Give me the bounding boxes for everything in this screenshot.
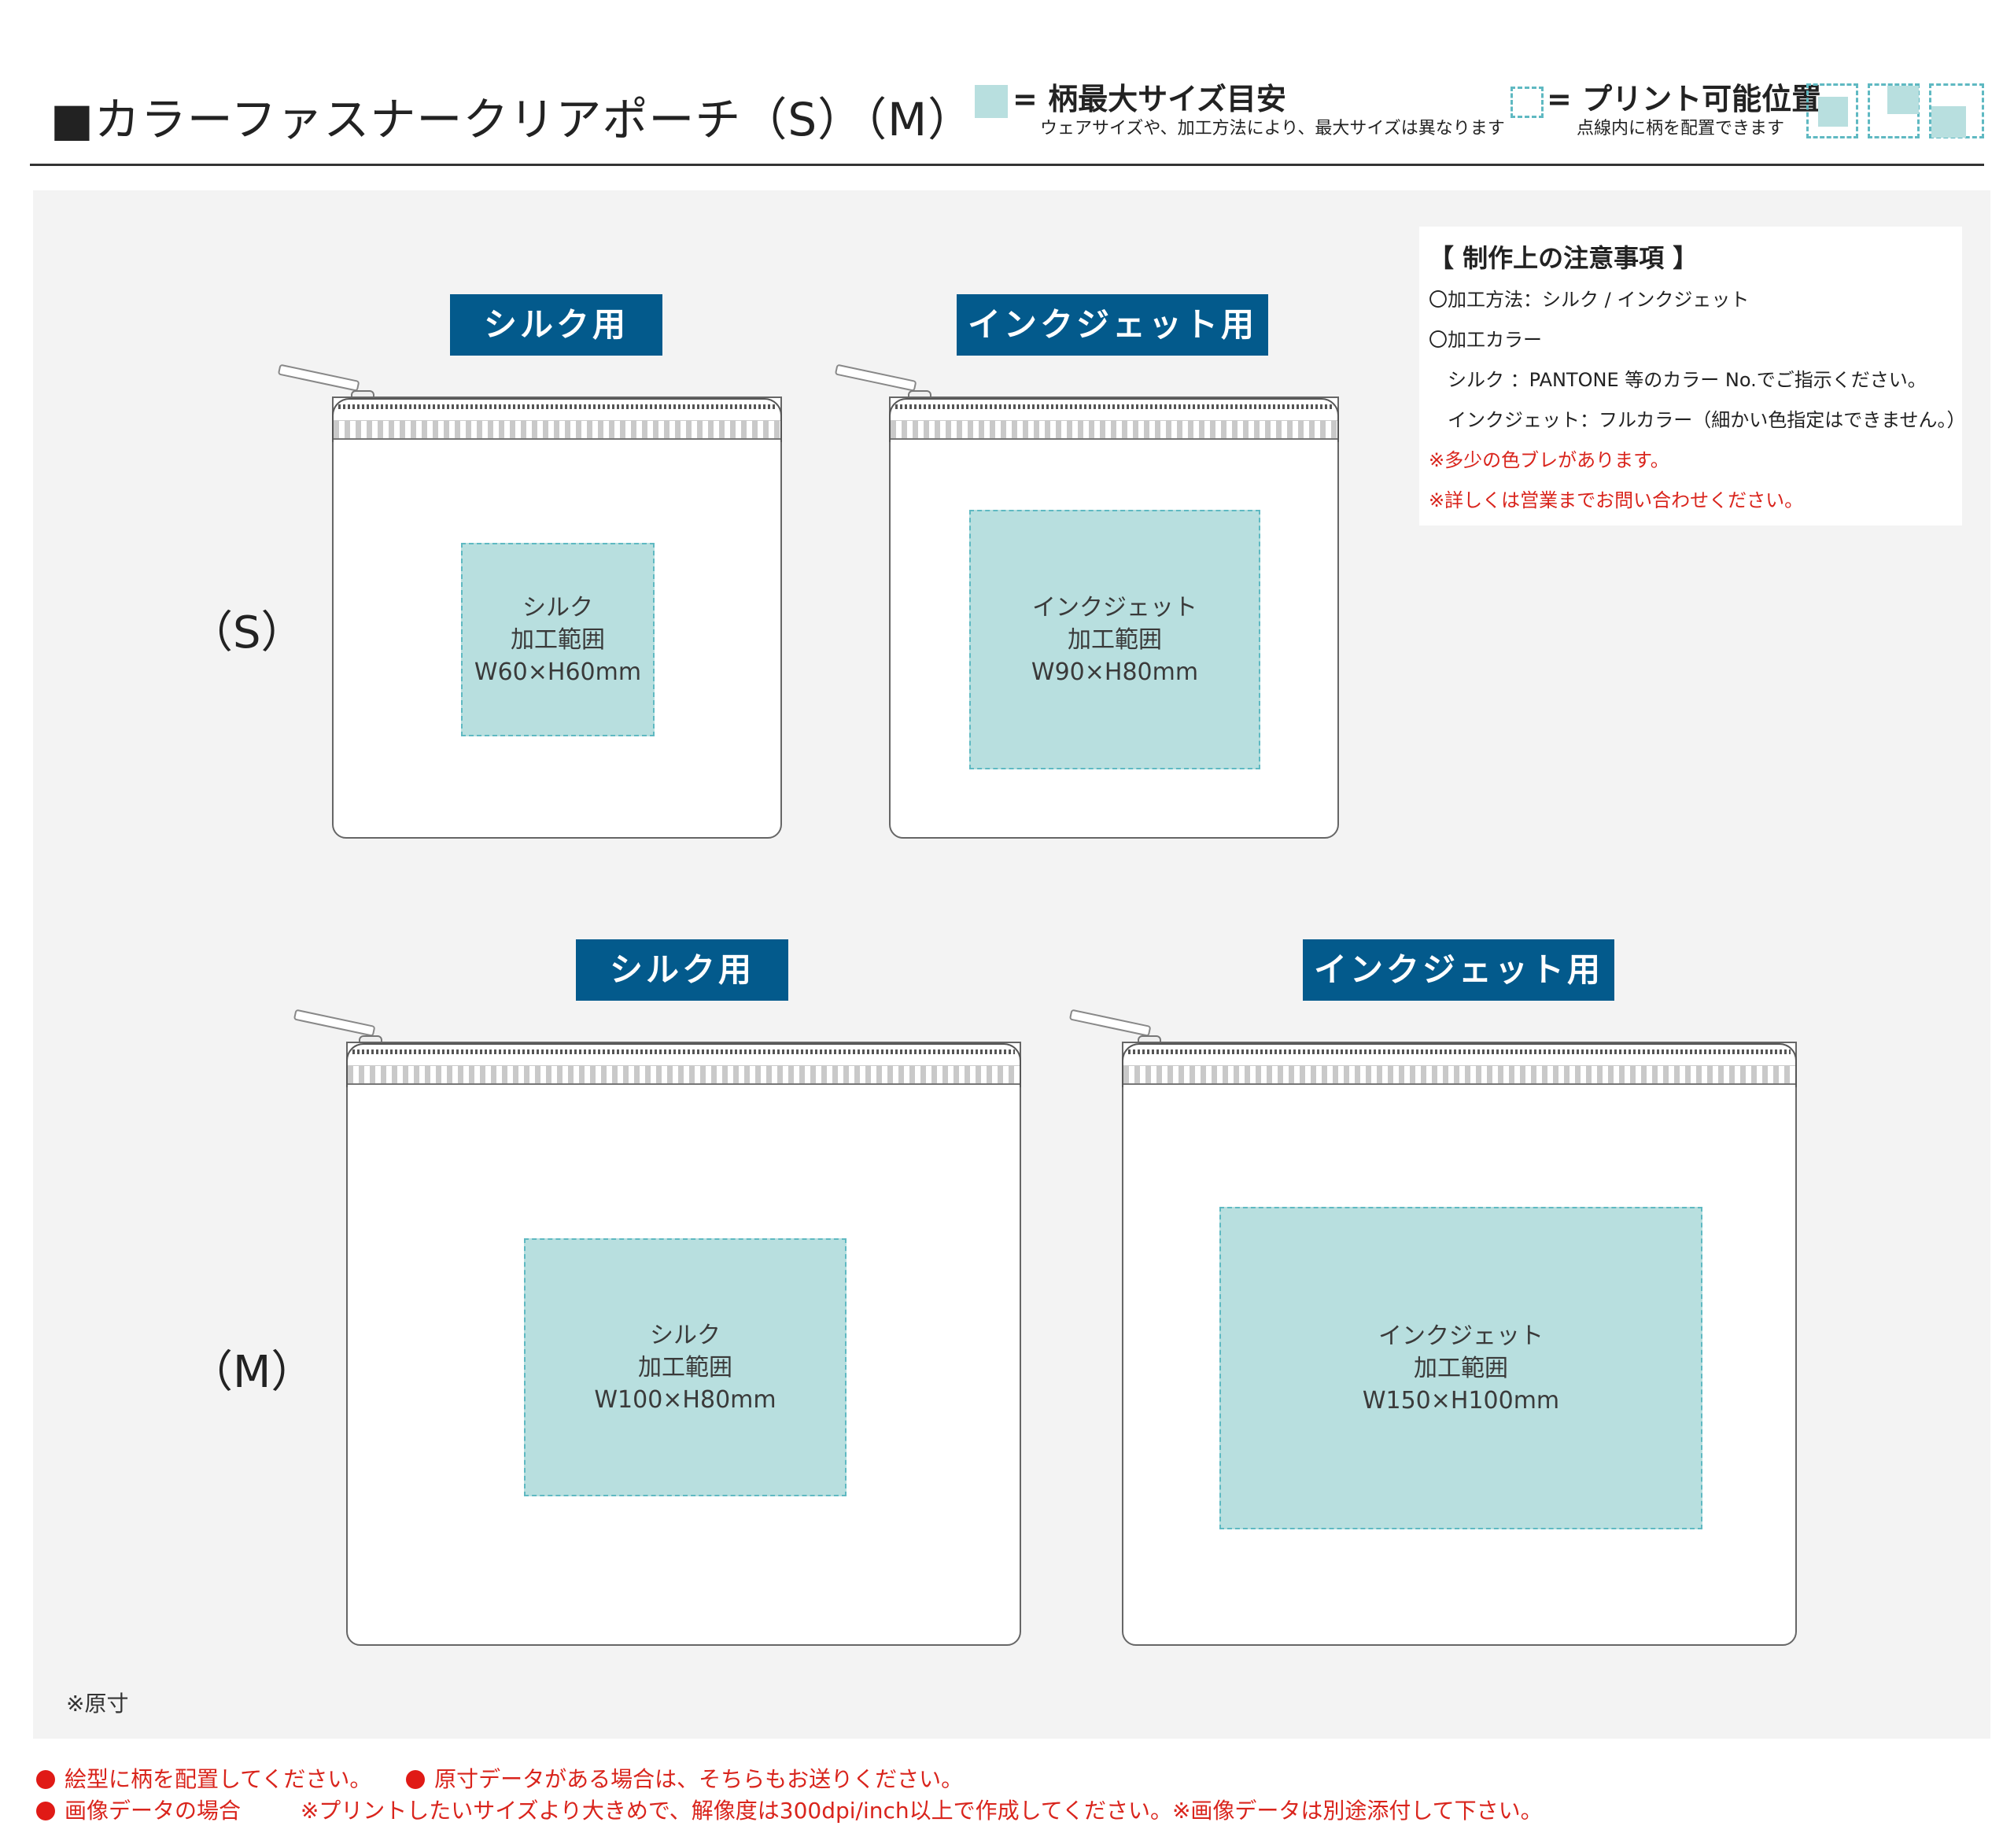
zipper-tape	[891, 420, 1337, 440]
notes-method: 〇加工方法：シルク / インクジェット	[1429, 289, 1750, 311]
print-area-dimensions: W150×H100mm	[1362, 1386, 1560, 1415]
print-area-method: シルク	[650, 1321, 721, 1349]
print-area-dimensions: W60×H60mm	[474, 658, 642, 686]
print-area-m-inkjet: インクジェット 加工範囲 W150×H100mm	[1219, 1207, 1702, 1529]
bullet-icon	[36, 1802, 55, 1820]
bullet-icon	[406, 1770, 426, 1789]
tag-m-silk: シルク用	[576, 939, 788, 1001]
footer-line-2: 画像データの場合 ※プリントしたいサイズより大きめで、解像度は300dpi/in…	[36, 1797, 1543, 1825]
pouch-s-silk: シルク 加工範囲 W60×H60mm	[332, 397, 782, 839]
production-notes: 【 制作上の注意事項 】 〇加工方法：シルク / インクジェット 〇加工カラー …	[1419, 227, 1966, 526]
legend-max-size-swatch	[975, 85, 1008, 118]
print-area-method: インクジェット	[1378, 1322, 1544, 1350]
pouch-s-inkjet: インクジェット 加工範囲 W90×H80mm	[889, 397, 1339, 839]
legend-placement-examples	[1806, 83, 1984, 140]
zipper-tape	[1123, 1065, 1795, 1085]
print-area-dimensions: W90×H80mm	[1031, 658, 1199, 686]
legend-max-size-sub: ウェアサイズや、加工方法により、最大サイズは異なります	[1040, 119, 1505, 138]
print-area-caption: 加工範囲	[511, 625, 605, 654]
legend-max-size-label: = 柄最大サイズ目安	[1013, 82, 1286, 116]
notes-silk-color: シルク ：PANTONE 等のカラー No.でご指示ください。	[1448, 369, 1927, 391]
size-label-s: （S）	[189, 607, 305, 658]
tag-m-inkjet: インクジェット用	[1303, 939, 1614, 1001]
print-area-caption: 加工範囲	[638, 1353, 732, 1381]
legend-print-area-sub: 点線内に柄を配置できます	[1577, 119, 1785, 138]
print-area-caption: 加工範囲	[1414, 1354, 1508, 1382]
page-title: ■カラーファスナークリアポーチ（S）（M）	[50, 93, 975, 146]
header-divider	[30, 164, 1984, 166]
bullet-icon	[36, 1770, 55, 1789]
size-label-m: （M）	[189, 1347, 315, 1398]
footer-send-original: 原寸データがある場合は、そちらもお送りください。	[434, 1766, 964, 1792]
notes-contact: ※詳しくは営業までお問い合わせください。	[1429, 489, 1804, 511]
print-area-s-inkjet: インクジェット 加工範囲 W90×H80mm	[969, 510, 1260, 769]
print-area-method: インクジェット	[1032, 593, 1197, 622]
placement-example-top	[1868, 83, 1920, 138]
pouch-m-silk: シルク 加工範囲 W100×H80mm	[346, 1042, 1021, 1646]
notes-inkjet-color: インクジェット：フルカラー（細かい色指定はできません。）	[1448, 409, 1966, 431]
placement-example-top-fill	[1887, 86, 1919, 114]
notes-title: 【 制作上の注意事項 】	[1429, 243, 1699, 273]
legend-print-area-swatch	[1510, 87, 1544, 118]
original-size-note: ※原寸	[66, 1691, 129, 1717]
tag-s-inkjet: インクジェット用	[957, 294, 1268, 356]
tag-s-silk: シルク用	[450, 294, 662, 356]
footer-place-design: 絵型に柄を配置してください。	[65, 1766, 372, 1792]
placement-example-bottom	[1929, 83, 1984, 138]
notes-color-variance: ※多少の色ブレがあります。	[1429, 449, 1669, 471]
zipper-tape	[348, 1065, 1020, 1085]
print-area-s-silk: シルク 加工範囲 W60×H60mm	[461, 543, 655, 736]
pouch-m-inkjet: インクジェット 加工範囲 W150×H100mm	[1122, 1042, 1797, 1646]
notes-color-heading: 〇加工カラー	[1429, 329, 1542, 351]
footer-resolution-note: ※プリントしたいサイズより大きめで、解像度は300dpi/inch以上で作成して…	[300, 1798, 1543, 1824]
print-area-caption: 加工範囲	[1068, 625, 1162, 654]
print-area-method: シルク	[522, 593, 593, 622]
print-area-dimensions: W100×H80mm	[594, 1385, 776, 1414]
print-area-m-silk: シルク 加工範囲 W100×H80mm	[524, 1238, 847, 1496]
footer-image-data: 画像データの場合	[65, 1798, 242, 1824]
placement-example-center	[1806, 83, 1858, 138]
footer-line-1: 絵型に柄を配置してください。 原寸データがある場合は、そちらもお送りください。	[36, 1765, 963, 1794]
legend-print-area-label: = プリント可能位置	[1547, 82, 1822, 116]
zipper-tape	[334, 420, 780, 440]
placement-example-bottom-fill	[1931, 106, 1966, 138]
placement-example-center-fill	[1818, 97, 1848, 127]
